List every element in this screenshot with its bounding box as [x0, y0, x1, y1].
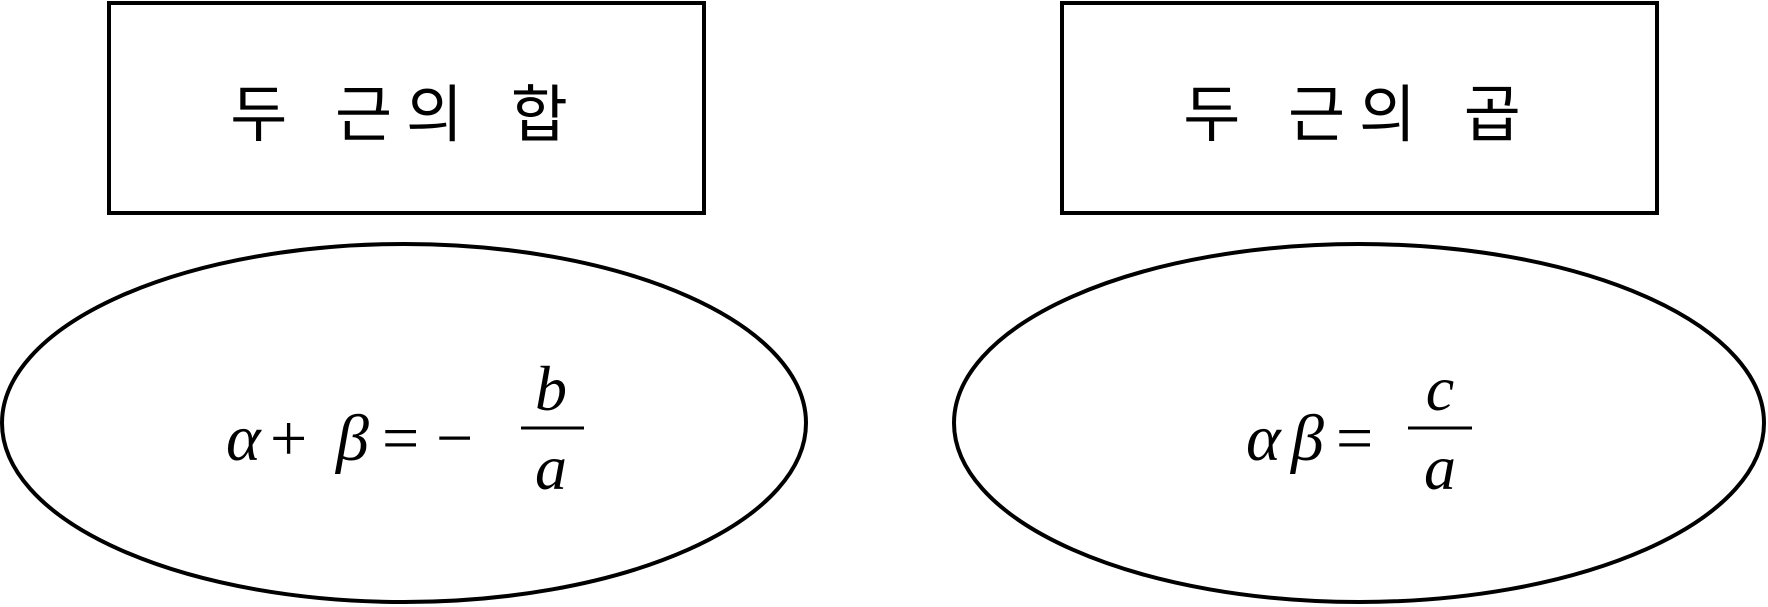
- product-numerator: c: [1426, 353, 1454, 424]
- product-beta: β: [1289, 402, 1324, 475]
- product-denominator: a: [1424, 432, 1456, 503]
- sum-title-frame: [107, 1, 706, 215]
- product-alpha: α: [1246, 402, 1282, 475]
- product-title-label: 두 근의 곱: [1183, 78, 1535, 151]
- sum-minus-sign: −: [436, 402, 473, 475]
- sum-alpha: α: [226, 402, 262, 475]
- sum-ellipse-outline: [0, 242, 808, 604]
- sum-equals-sign: =: [382, 402, 419, 475]
- sum-numerator: b: [535, 353, 567, 424]
- product-ellipse-outline: [952, 242, 1766, 604]
- product-title-box: 두 근의 곱: [1060, 1, 1659, 215]
- sum-title-box: 두 근의 합: [107, 1, 706, 215]
- sum-title-label: 두 근의 합: [230, 78, 582, 151]
- product-equals-sign: =: [1336, 402, 1373, 475]
- sum-beta: β: [334, 402, 369, 475]
- product-title-frame: [1060, 1, 1659, 215]
- sum-denominator: a: [535, 432, 567, 503]
- sum-formula-ellipse: α + β = − b a: [0, 242, 808, 604]
- sum-plus-sign: +: [270, 402, 307, 475]
- product-formula-ellipse: α β = c a: [952, 242, 1766, 604]
